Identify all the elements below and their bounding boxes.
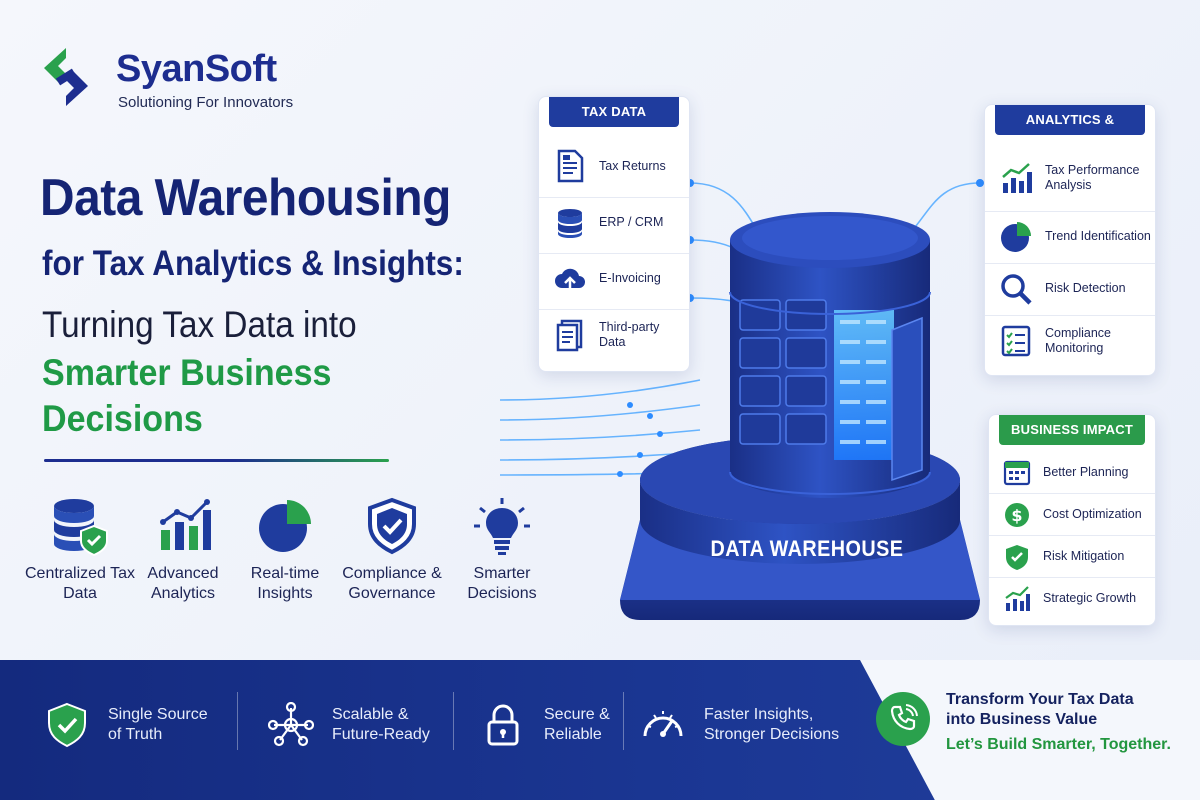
impact-risk-mitigation[interactable]: Risk Mitigation xyxy=(989,535,1155,577)
data-warehouse-illustration xyxy=(620,212,980,620)
database-icon xyxy=(558,208,582,238)
benefit-faster-insights: Faster Insights, Stronger Decisions xyxy=(640,690,844,760)
cta-tagline[interactable]: Let’s Build Smarter, Together. xyxy=(946,736,1171,753)
document-icon xyxy=(557,149,584,183)
feature-centralized-tax-data: Centralized Tax Data xyxy=(24,496,136,604)
dollar-icon: $ xyxy=(1005,502,1029,527)
network-icon xyxy=(268,702,314,747)
business-impact-panel: BUSINESS IMPACT Better Planning $ Cost O… xyxy=(988,414,1156,626)
database-shield-icon xyxy=(54,499,108,556)
impact-better-planning[interactable]: Better Planning xyxy=(989,451,1155,493)
impact-strategic-growth[interactable]: Strategic Growth xyxy=(989,577,1155,619)
feature-label: Compliance & Governance xyxy=(342,565,442,602)
brand-logo[interactable]: SyanSoft Solutioning For Innovators xyxy=(36,40,316,120)
source-tax-returns[interactable]: Tax Returns xyxy=(539,141,689,191)
growth-chart-icon xyxy=(1005,585,1030,611)
panel-title: TAX DATA SOURCES xyxy=(549,97,679,149)
analytics-insights-panel: ANALYTICS & INSIGHTS Tax Performance Ana… xyxy=(984,104,1156,376)
band-divider xyxy=(237,692,238,750)
shield-check-icon xyxy=(368,497,416,555)
trend-chart-icon xyxy=(1002,163,1032,193)
checklist-icon xyxy=(1001,325,1031,356)
analytics-compliance-monitoring[interactable]: Compliance Monitoring xyxy=(985,315,1155,365)
brand-tagline: Solutioning For Innovators xyxy=(118,94,294,111)
lock-icon xyxy=(487,704,519,746)
shield-check-icon xyxy=(1006,544,1028,570)
pie-chart-icon xyxy=(259,500,311,552)
feature-label: Real-time Insights xyxy=(250,565,320,602)
headline-line-3: Turning Tax Data into xyxy=(42,304,357,345)
phone-button[interactable] xyxy=(876,692,930,746)
feature-label: Smarter Decisions xyxy=(467,565,537,602)
feature-label: Advanced Analytics xyxy=(147,565,219,602)
svg-text:$: $ xyxy=(1011,506,1022,525)
panel-title: ANALYTICS & INSIGHTS xyxy=(995,105,1145,157)
feature-advanced-analytics: Advanced Analytics xyxy=(127,496,239,604)
analytics-risk-detection[interactable]: Risk Detection xyxy=(985,263,1155,313)
benefit-secure: Secure & Reliable xyxy=(480,690,624,760)
benefit-single-source: Single Source of Truth xyxy=(44,690,218,760)
headline-line-2: for Tax Analytics & Insights: xyxy=(42,244,464,283)
feature-label: Centralized Tax Data xyxy=(25,565,135,602)
panel-title: BUSINESS IMPACT xyxy=(999,415,1145,445)
analytics-tax-performance[interactable]: Tax Performance Analysis xyxy=(985,153,1155,203)
benefit-scalable: Scalable & Future-Ready xyxy=(268,690,452,760)
headline-line-1: Data Warehousing xyxy=(40,169,451,227)
shield-check-icon xyxy=(48,702,86,748)
source-e-invoicing[interactable]: E-Invoicing xyxy=(539,253,689,303)
headline-divider xyxy=(44,459,389,462)
lightbulb-icon xyxy=(474,498,530,555)
pie-chart-icon xyxy=(1001,221,1031,252)
syansoft-logo-icon xyxy=(44,48,88,106)
bar-chart-icon xyxy=(160,499,211,550)
headline-line-4: Smarter Business Decisions xyxy=(42,352,332,439)
impact-cost-optimization[interactable]: $ Cost Optimization xyxy=(989,493,1155,535)
source-third-party-data[interactable]: Third-party Data xyxy=(539,309,689,359)
calendar-icon xyxy=(1003,460,1031,486)
feature-smarter-decisions: Smarter Decisions xyxy=(446,496,558,604)
band-divider xyxy=(623,692,624,750)
cta-headline: Transform Your Tax Data into Business Va… xyxy=(946,691,1134,728)
files-icon xyxy=(556,319,583,351)
speedometer-icon xyxy=(643,711,683,737)
source-erp-crm[interactable]: ERP / CRM xyxy=(539,197,689,247)
tax-data-sources-panel: TAX DATA SOURCES Tax Returns ERP / CRM E… xyxy=(538,96,690,372)
feature-compliance-governance: Compliance & Governance xyxy=(336,496,448,604)
analytics-trend-identification[interactable]: Trend Identification xyxy=(985,211,1155,261)
feature-real-time-insights: Real-time Insights xyxy=(229,496,341,604)
data-warehouse-label: DATA WAREHOUSE xyxy=(710,536,904,561)
band-divider xyxy=(453,692,454,750)
magnifier-icon xyxy=(1001,273,1032,305)
brand-name: SyanSoft xyxy=(116,48,277,90)
phone-icon xyxy=(890,704,918,731)
cloud-upload-icon xyxy=(555,268,585,290)
